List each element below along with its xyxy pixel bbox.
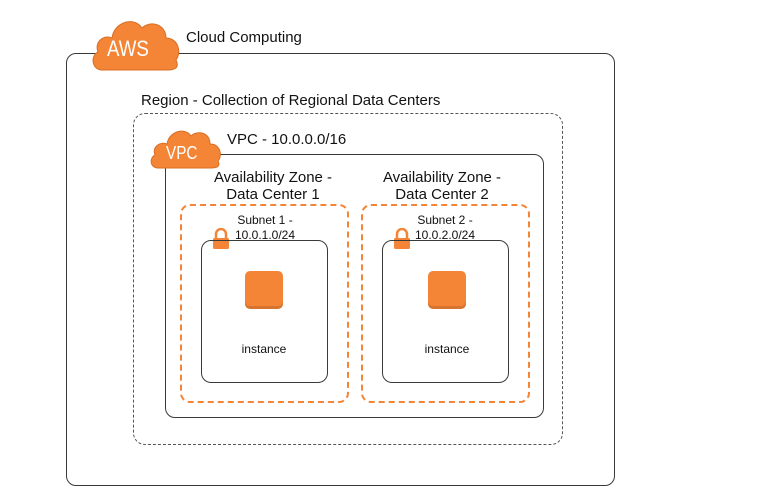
region-label: Region - Collection of Regional Data Cen… <box>141 92 441 109</box>
aws-badge-text: AWS <box>107 36 149 61</box>
aws-cloud-icon <box>88 12 184 74</box>
az-1-line1: Availability Zone - <box>213 169 333 186</box>
availability-zone-2-label: Availability Zone - Data Center 2 <box>357 169 527 203</box>
subnet-1-line2: 10.0.1.0/24 <box>234 228 296 242</box>
aws-cloud-container <box>66 53 615 486</box>
cloud-computing-title: Cloud Computing <box>186 29 302 46</box>
subnet-2-line2: 10.0.2.0/24 <box>414 228 476 242</box>
az-1-line2: Data Center 1 <box>226 186 320 203</box>
region-container <box>133 113 563 445</box>
subnet-2-inner <box>382 240 509 383</box>
az-2-line2: Data Center 2 <box>395 186 489 203</box>
subnet-1-line1: Subnet 1 - <box>237 213 293 227</box>
instance-1-icon[interactable] <box>245 271 283 309</box>
subnet-2-container <box>361 204 530 403</box>
instance-1-label: instance <box>241 342 287 356</box>
subnet-2-label: Subnet 2 - 10.0.2.0/24 <box>405 213 485 243</box>
az-2-line1: Availability Zone - <box>382 169 502 186</box>
instance-2-label: instance <box>424 342 470 356</box>
vpc-badge-text: VPC <box>166 143 198 163</box>
subnet-1-container <box>180 204 349 403</box>
subnet-1-label: Subnet 1 - 10.0.1.0/24 <box>225 213 305 243</box>
vpc-container <box>165 154 544 418</box>
availability-zone-1-label: Availability Zone - Data Center 1 <box>188 169 358 203</box>
subnet-1-inner <box>201 240 328 383</box>
subnet-2-line1: Subnet 2 - <box>417 213 473 227</box>
vpc-cloud-icon <box>148 122 224 172</box>
instance-2-icon[interactable] <box>428 271 466 309</box>
vpc-label: VPC - 10.0.0.0/16 <box>227 131 347 148</box>
